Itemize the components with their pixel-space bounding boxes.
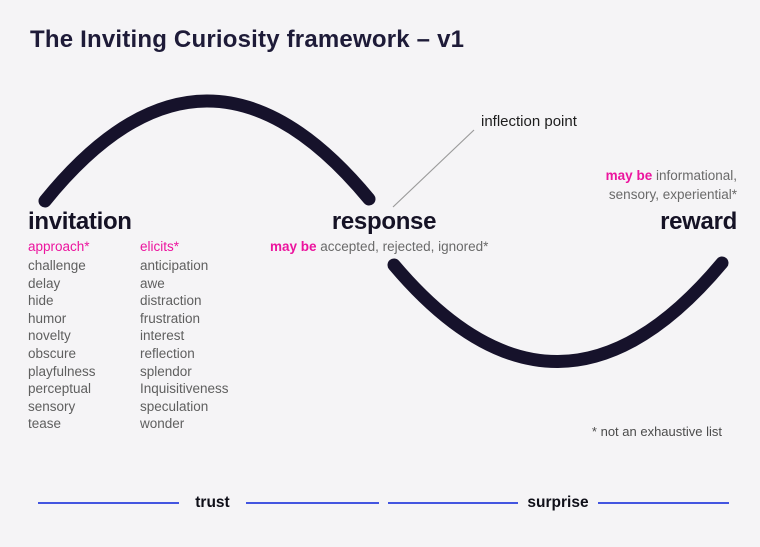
reward-note-line2: sensory, experiential* — [608, 186, 737, 202]
list-item: speculation — [140, 398, 209, 414]
axis-line-segment — [598, 502, 729, 504]
reward-note-prefix: may be — [605, 168, 653, 183]
list-item: challenge — [28, 258, 86, 273]
axis-label-surprise: surprise — [527, 494, 589, 511]
list-item: frustration — [140, 310, 201, 326]
list-item: humor — [28, 310, 67, 326]
list-item: tease — [28, 416, 62, 432]
invitation-response-arc — [38, 94, 376, 208]
list-item: playfulness — [28, 363, 96, 379]
reward-note-line1: may be informational, — [606, 167, 737, 186]
stage-response-label: response — [331, 208, 437, 235]
approach-list-header: approach* — [28, 239, 90, 254]
list-item: reflection — [140, 345, 195, 361]
axis-line-segment — [38, 502, 179, 504]
list-item: anticipation — [140, 258, 209, 273]
list-item: novelty — [28, 328, 71, 344]
axis-line-segment — [246, 502, 379, 504]
list-item: perceptual — [28, 381, 92, 397]
inflection-leader-line — [392, 129, 475, 208]
stage-invitation-label: invitation — [28, 208, 132, 235]
list-item: distraction — [140, 293, 202, 309]
list-item: obscure — [28, 345, 77, 361]
response-reward-arc — [387, 256, 729, 368]
page-title: The Inviting Curiosity framework – v1 — [30, 26, 465, 53]
list-item: awe — [140, 275, 165, 291]
list-item: interest — [140, 328, 185, 344]
reward-note-line1-rest: informational, — [652, 168, 737, 183]
response-note: may be accepted, rejected, ignored* — [270, 239, 488, 254]
reward-note: may be informational, sensory, experient… — [606, 167, 737, 204]
inflection-point-label: inflection point — [481, 113, 577, 130]
axis-line-segment — [388, 502, 518, 504]
list-item: sensory — [28, 398, 76, 414]
list-item: hide — [28, 293, 54, 309]
list-item: wonder — [140, 416, 185, 432]
list-item: Inquisitiveness — [140, 381, 229, 397]
stage-reward-label: reward — [660, 208, 737, 235]
list-item: delay — [28, 275, 61, 291]
response-note-rest: accepted, rejected, ignored* — [316, 239, 489, 254]
response-note-prefix: may be — [270, 239, 317, 254]
axis-label-trust: trust — [195, 494, 230, 511]
footnote: * not an exhaustive list — [591, 424, 722, 439]
elicits-list-header: elicits* — [140, 239, 180, 254]
list-item: splendor — [140, 363, 192, 379]
